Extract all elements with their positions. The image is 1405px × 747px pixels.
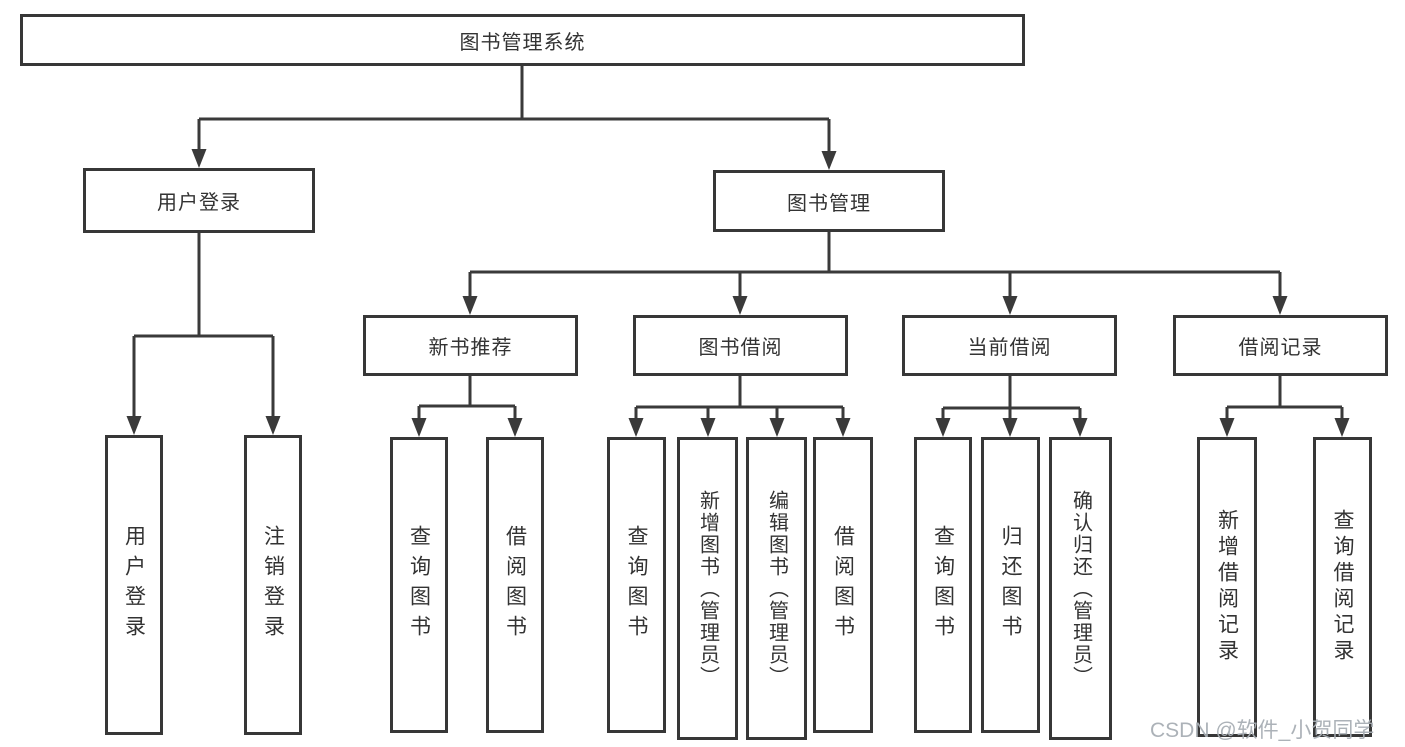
leaf-query-books-recommend-label: 查询图书 [407, 525, 431, 645]
leaf-edit-book-admin-label: 编辑图书（管理员） [765, 489, 788, 688]
leaf-borrow-books-recommend-label: 借阅图书 [503, 525, 527, 645]
leaf-borrow-books-borrowing-label: 借阅图书 [831, 525, 855, 645]
leaf-query-borrow-record: 查询借阅记录 [1313, 437, 1372, 737]
leaf-return-book-label: 归还图书 [999, 525, 1022, 645]
node-book-management: 图书管理 [713, 170, 945, 232]
node-borrow-records-label: 借阅记录 [1238, 337, 1323, 359]
leaf-query-books-borrowing: 查询图书 [607, 437, 666, 733]
leaf-query-books-recommend: 查询图书 [390, 437, 448, 733]
node-borrow-records: 借阅记录 [1173, 315, 1388, 376]
node-book-borrowing: 图书借阅 [633, 315, 848, 376]
leaf-query-books-borrowing-label: 查询图书 [625, 525, 648, 645]
node-user-login: 用户登录 [83, 168, 315, 233]
leaf-add-book-admin: 新增图书（管理员） [677, 437, 738, 740]
node-current-borrowing: 当前借阅 [902, 315, 1117, 376]
leaf-user-login: 用户登录 [105, 435, 163, 735]
leaf-borrow-books-borrowing: 借阅图书 [813, 437, 873, 733]
node-current-borrowing-label: 当前借阅 [967, 337, 1052, 359]
node-new-book-recommend-label: 新书推荐 [428, 337, 513, 359]
leaf-user-login-label: 用户登录 [122, 525, 146, 645]
leaf-query-borrow-record-label: 查询借阅记录 [1331, 509, 1354, 665]
leaf-query-books-current-label: 查询图书 [931, 525, 955, 645]
leaf-query-books-current: 查询图书 [914, 437, 972, 733]
node-root: 图书管理系统 [20, 14, 1025, 66]
leaf-add-borrow-record-label: 新增借阅记录 [1215, 509, 1239, 665]
leaf-logout: 注销登录 [244, 435, 302, 735]
leaf-add-book-admin-label: 新增图书（管理员） [696, 489, 719, 688]
leaf-confirm-return-admin-label: 确认归还（管理员） [1069, 489, 1092, 688]
node-new-book-recommend: 新书推荐 [363, 315, 578, 376]
leaf-add-borrow-record: 新增借阅记录 [1197, 437, 1257, 737]
leaf-return-book: 归还图书 [981, 437, 1040, 733]
leaf-edit-book-admin: 编辑图书（管理员） [746, 437, 807, 740]
leaf-logout-label: 注销登录 [261, 525, 285, 645]
leaf-confirm-return-admin: 确认归还（管理员） [1049, 437, 1112, 740]
node-book-borrowing-label: 图书借阅 [698, 337, 783, 359]
leaf-borrow-books-recommend: 借阅图书 [486, 437, 544, 733]
node-user-login-label: 用户登录 [157, 192, 241, 214]
csdn-watermark: CSDN @软件_小贺同学 [1150, 719, 1375, 742]
node-root-label: 图书管理系统 [459, 31, 586, 54]
node-book-management-label: 图书管理 [787, 192, 871, 215]
